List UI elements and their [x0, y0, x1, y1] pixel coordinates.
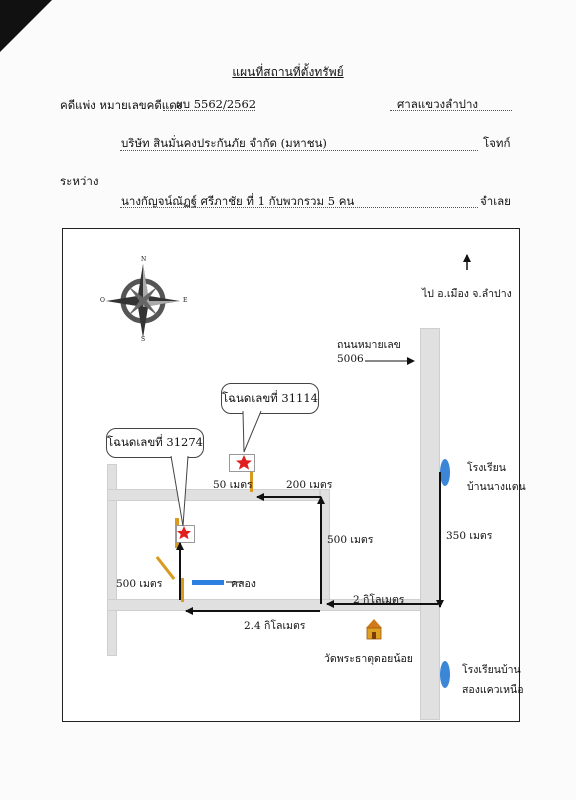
- road-west-vertical: [107, 464, 117, 656]
- school1-label-line2: บ้านนางแตน: [467, 481, 526, 493]
- between-label: ระหว่าง: [60, 174, 99, 188]
- canal-line: [192, 580, 224, 585]
- bubble-tail-31114: [242, 410, 262, 453]
- school-marker-2: [440, 661, 450, 688]
- bubble-deed-31114: โฉนดเลขที่ 31114: [221, 383, 319, 414]
- highway-label-line1: ถนนหมายเลข: [337, 339, 401, 351]
- scan-corner-mark: [0, 0, 52, 52]
- distance-350m: 350 เมตร: [446, 530, 493, 542]
- case-dotline: [163, 110, 255, 111]
- to-city-label: ไป อ.เมือง จ.ลำปาง: [422, 288, 512, 300]
- school2-label-line2: สองแควเหนือ: [462, 684, 524, 696]
- court-name: ศาลแขวงลำปาง: [397, 97, 479, 111]
- compass-e-label: E: [183, 297, 188, 304]
- defendant-name: นางกัญจน์ณัฏฐ์ ศรีภาชัย ที่ 1 กับพวกรวม …: [121, 194, 355, 208]
- highway-label-line2: 5006: [337, 353, 364, 365]
- distance-200m: 200 เมตร: [286, 479, 333, 491]
- compass-rose-icon: [106, 264, 180, 338]
- distance-2-4km: 2.4 กิโลเมตร: [244, 620, 306, 632]
- temple-icon: [366, 619, 382, 640]
- defendant-dotline: [120, 207, 478, 208]
- star-plot-31114-icon: [236, 455, 252, 470]
- compass-w-label: O: [100, 297, 105, 304]
- school1-label-line1: โรงเรียน: [467, 462, 506, 474]
- access-lane-31114: [250, 470, 253, 492]
- case-number: ผบ 5562/2562: [176, 97, 257, 111]
- defendant-role: จำเลย: [480, 194, 511, 208]
- compass-s-label: S: [141, 336, 146, 343]
- case-label: คดีแพ่ง หมายเลขคดีแดง: [60, 98, 183, 112]
- plaintiff-name: บริษัท สินมั่นคงประกันภัย จำกัด (มหาชน): [121, 136, 327, 150]
- court-dotline: [390, 110, 512, 111]
- page-title: แผนที่สถานที่ตั้งทรัพย์: [232, 65, 344, 79]
- plaintiff-dotline: [120, 150, 478, 151]
- plaintiff-role: โจทก์: [483, 136, 511, 150]
- compass-n-label: N: [141, 256, 147, 263]
- canal-label: คลอง: [231, 578, 256, 590]
- temple-label: วัดพระธาตุดอยน้อย: [324, 653, 413, 665]
- school2-label-line1: โรงเรียนบ้าน: [462, 664, 521, 676]
- access-lane-south: [181, 578, 184, 602]
- bubble-deed-31274: โฉนดเลขที่ 31274: [106, 428, 204, 458]
- star-plot-31274-icon: [177, 526, 191, 540]
- school-marker-1: [440, 459, 450, 486]
- bubble-tail-31274: [170, 455, 189, 527]
- distance-500m-right: 500 เมตร: [327, 534, 374, 546]
- distance-50m: 50 เมตร: [213, 479, 253, 491]
- distance-500m-left: 500 เมตร: [116, 578, 163, 590]
